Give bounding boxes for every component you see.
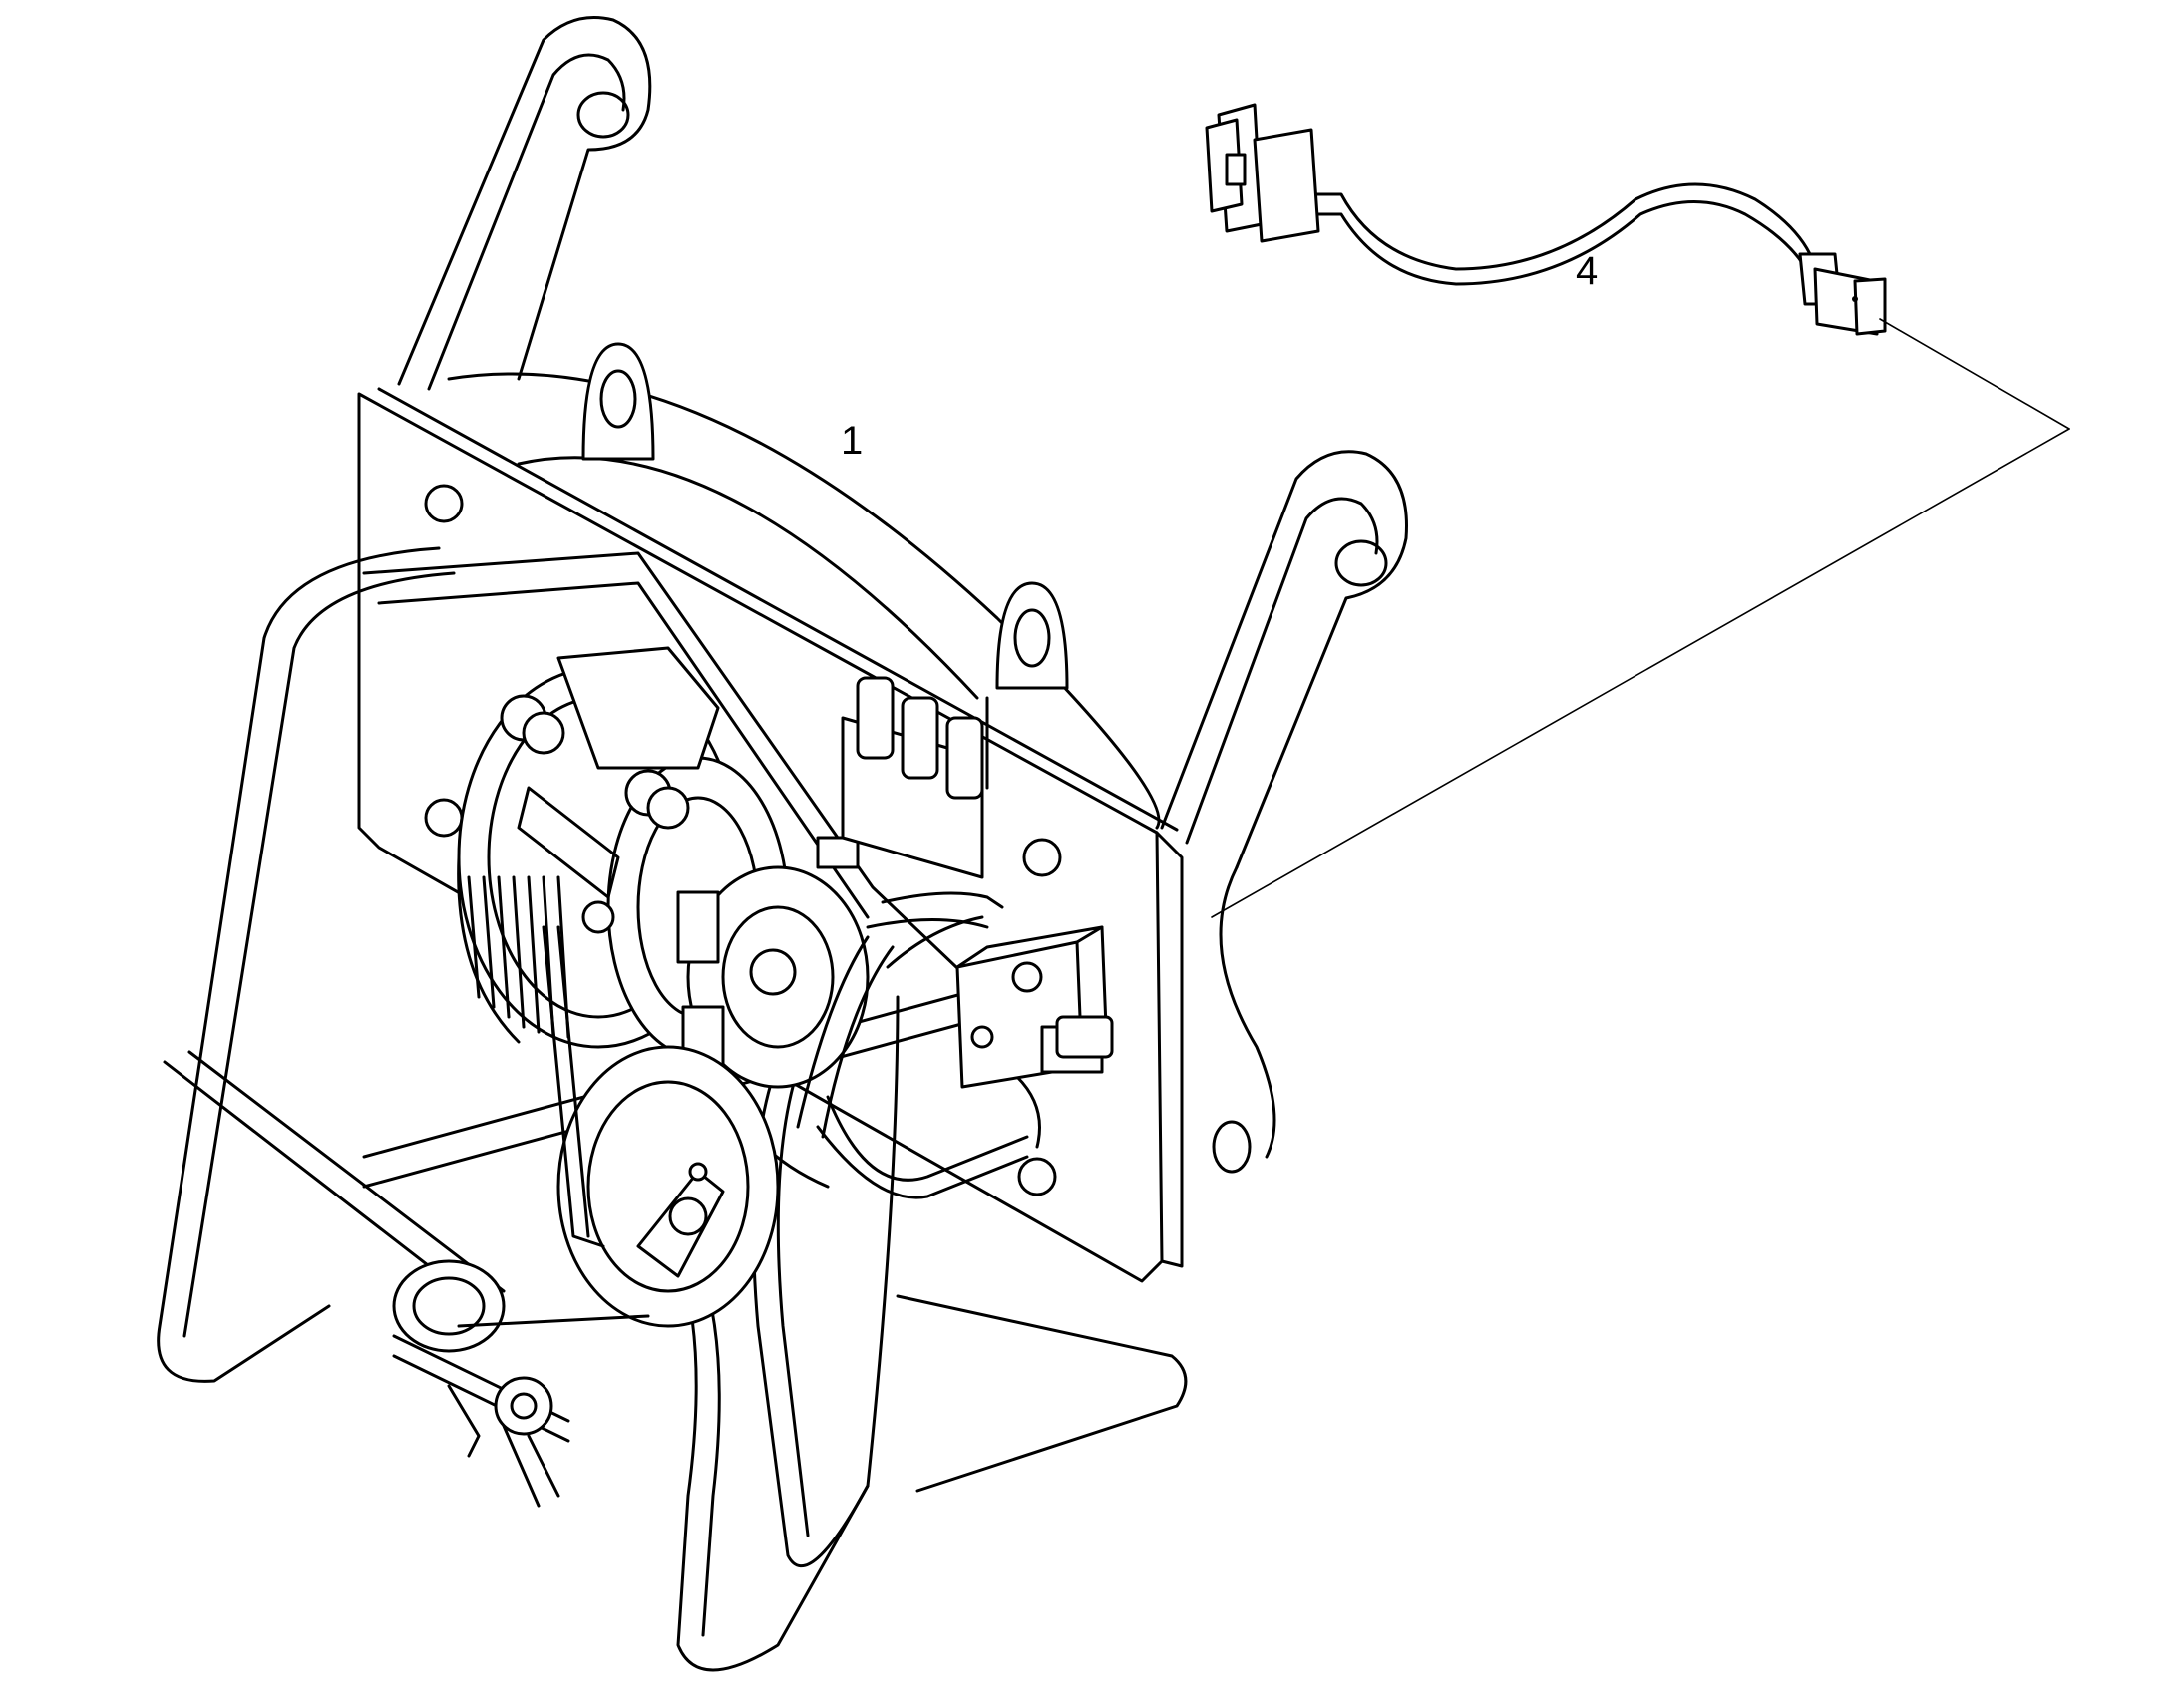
leader-lines (1211, 318, 2070, 918)
control-valve (955, 925, 1114, 1089)
left-hook-arm (397, 16, 652, 391)
rear-drum-disc (447, 372, 1161, 830)
shackle-pins (447, 1376, 560, 1508)
brake-mechanism (500, 646, 720, 934)
rope-sheave (542, 925, 780, 1328)
lifting-eye-top (581, 342, 655, 461)
callout-4: 4 (1576, 249, 1598, 293)
right-hook-arm (1160, 450, 1408, 1174)
callout-1: 1 (841, 419, 863, 463)
cable-harness (1205, 103, 1887, 336)
lifting-eye-middle (995, 581, 1069, 690)
quick-couplers (841, 676, 989, 879)
